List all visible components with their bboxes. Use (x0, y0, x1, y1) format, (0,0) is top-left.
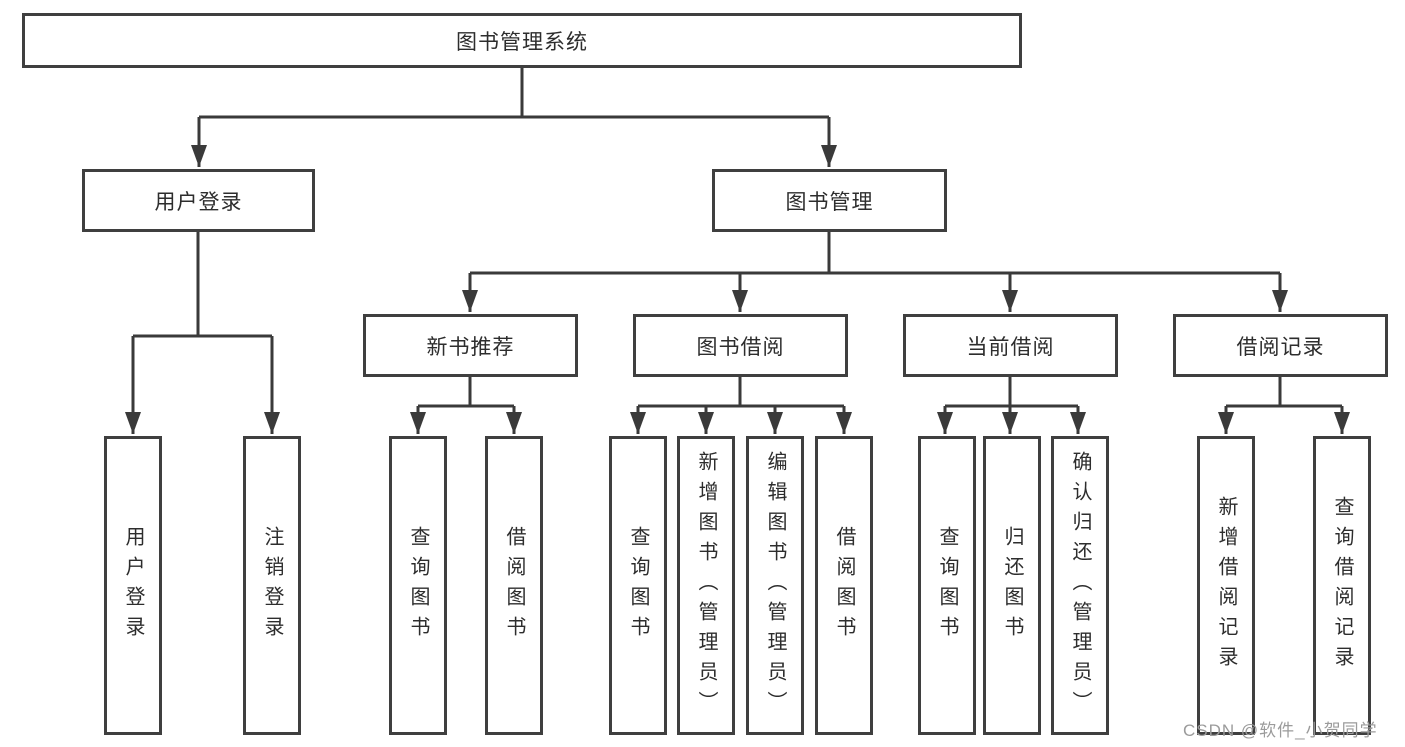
leaf-query-books-recommend: 查询图书 (389, 436, 447, 735)
leaf-confirm-return-admin-label: 确认归还（管理员） (1069, 450, 1091, 721)
leaf-logout-label: 注销登录 (261, 525, 283, 646)
leaf-borrow-books-recommend: 借阅图书 (485, 436, 543, 735)
leaf-add-borrow-record-label: 新增借阅记录 (1215, 495, 1237, 676)
leaf-return-books-label: 归还图书 (1001, 525, 1023, 646)
connector-book-management-to-level3 (462, 232, 1288, 312)
node-current-borrow-label: 当前借阅 (966, 335, 1055, 359)
leaf-confirm-return-admin: 确认归还（管理员） (1051, 436, 1109, 735)
leaf-edit-book-admin: 编辑图书（管理员） (746, 436, 804, 735)
leaf-query-borrow-record: 查询借阅记录 (1313, 436, 1371, 735)
node-borrow-records-label: 借阅记录 (1236, 335, 1325, 359)
leaf-logout: 注销登录 (243, 436, 301, 735)
node-book-management-label: 图书管理 (785, 190, 874, 214)
leaf-borrow-books-borrow-label: 借阅图书 (833, 525, 855, 646)
node-user-login: 用户登录 (82, 169, 315, 232)
leaf-query-books-borrow-label: 查询图书 (627, 525, 649, 646)
leaf-add-book-admin: 新增图书（管理员） (677, 436, 735, 735)
connector-borrow-records-to-leaves (1218, 377, 1350, 434)
connector-book-borrow-to-leaves (630, 377, 852, 434)
leaf-user-login: 用户登录 (104, 436, 162, 735)
leaf-query-books-current: 查询图书 (918, 436, 976, 735)
node-borrow-records: 借阅记录 (1173, 314, 1388, 377)
leaf-edit-book-admin-label: 编辑图书（管理员） (764, 450, 786, 721)
leaf-user-login-label: 用户登录 (122, 525, 144, 646)
leaf-return-books: 归还图书 (983, 436, 1041, 735)
csdn-watermark: CSDN @软件_小贺同学 (1183, 721, 1378, 740)
leaf-add-borrow-record: 新增借阅记录 (1197, 436, 1255, 735)
connector-new-book-recommend-to-leaves (410, 377, 522, 434)
connector-user-login-to-leaves (125, 232, 280, 434)
node-new-book-recommend-label: 新书推荐 (426, 335, 515, 359)
leaf-query-books-recommend-label: 查询图书 (407, 525, 429, 646)
node-library-management-system-label: 图书管理系统 (456, 30, 588, 54)
leaf-query-books-borrow: 查询图书 (609, 436, 667, 735)
node-book-borrow-label: 图书借阅 (696, 335, 785, 359)
connector-current-borrow-to-leaves (937, 377, 1086, 434)
leaf-query-borrow-record-label: 查询借阅记录 (1331, 495, 1353, 676)
connector-root-to-level2 (191, 68, 837, 167)
node-new-book-recommend: 新书推荐 (363, 314, 578, 377)
leaf-borrow-books-recommend-label: 借阅图书 (503, 525, 525, 646)
node-library-management-system: 图书管理系统 (22, 13, 1022, 68)
node-book-management: 图书管理 (712, 169, 947, 232)
leaf-query-books-current-label: 查询图书 (936, 525, 958, 646)
node-user-login-label: 用户登录 (154, 190, 243, 214)
node-book-borrow: 图书借阅 (633, 314, 848, 377)
node-current-borrow: 当前借阅 (903, 314, 1118, 377)
leaf-borrow-books-borrow: 借阅图书 (815, 436, 873, 735)
leaf-add-book-admin-label: 新增图书（管理员） (695, 450, 717, 721)
